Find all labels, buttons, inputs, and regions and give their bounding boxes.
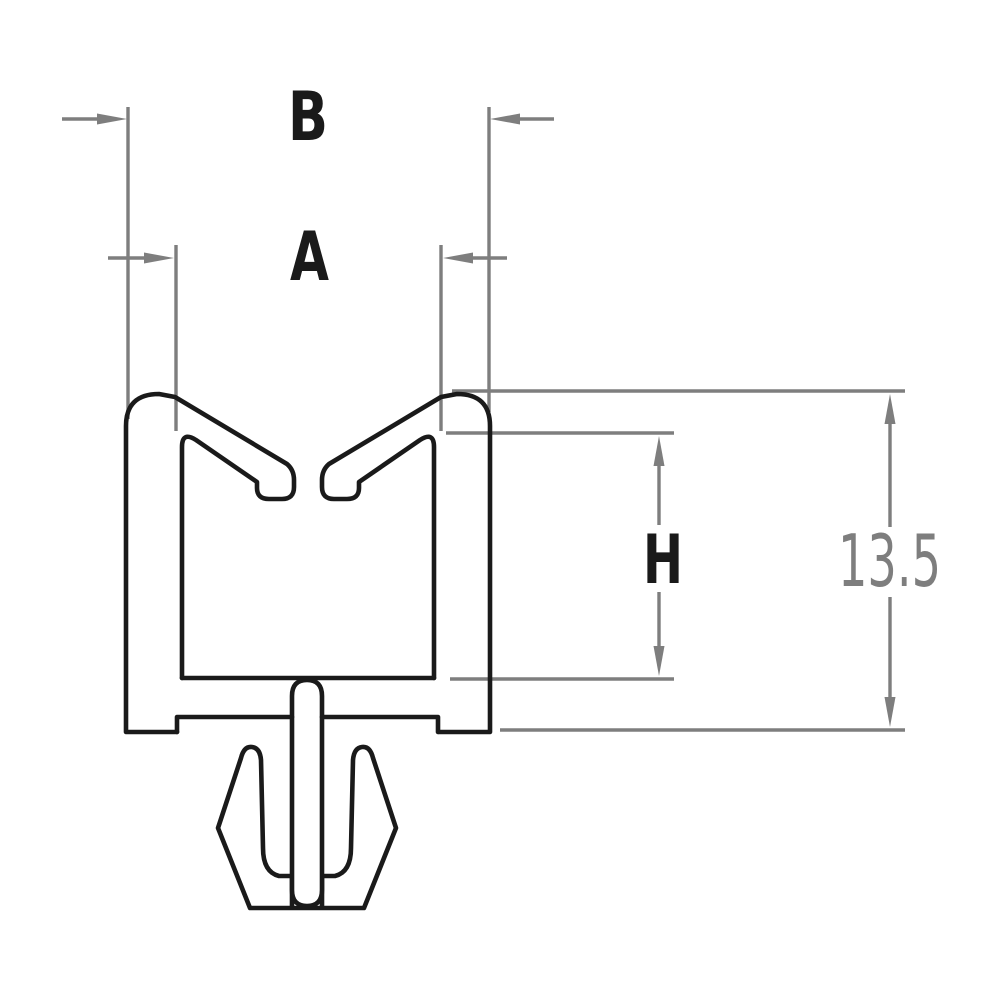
anchor-stem [289, 677, 325, 909]
dim-135-arrow-up-head [884, 394, 896, 424]
anchor-wings [215, 744, 399, 911]
dim-h-arrow-up-head [653, 436, 665, 466]
dim-a-arrow-left-head [144, 252, 174, 264]
dimension-13-5 [452, 389, 905, 732]
clip-body-right [319, 391, 493, 735]
dim-135-label: 13.5 [838, 519, 941, 603]
dimension-h [446, 431, 674, 681]
dimension-b [62, 107, 554, 419]
dim-a-label: A [290, 218, 329, 297]
dim-b-arrow-left-head [97, 113, 127, 125]
dim-b-label: B [288, 78, 328, 157]
dim-b-arrow-right-head [490, 113, 520, 125]
dim-135-arrow-down-head [884, 697, 896, 727]
dim-a-arrow-right-head [443, 252, 473, 264]
clip-base-underside-right [319, 714, 441, 735]
clip-body-left [123, 391, 297, 735]
clip-part [123, 391, 493, 911]
dim-h-label: H [643, 521, 683, 600]
clip-base-underside-left [174, 714, 295, 735]
dim-h-arrow-down-head [653, 646, 665, 676]
